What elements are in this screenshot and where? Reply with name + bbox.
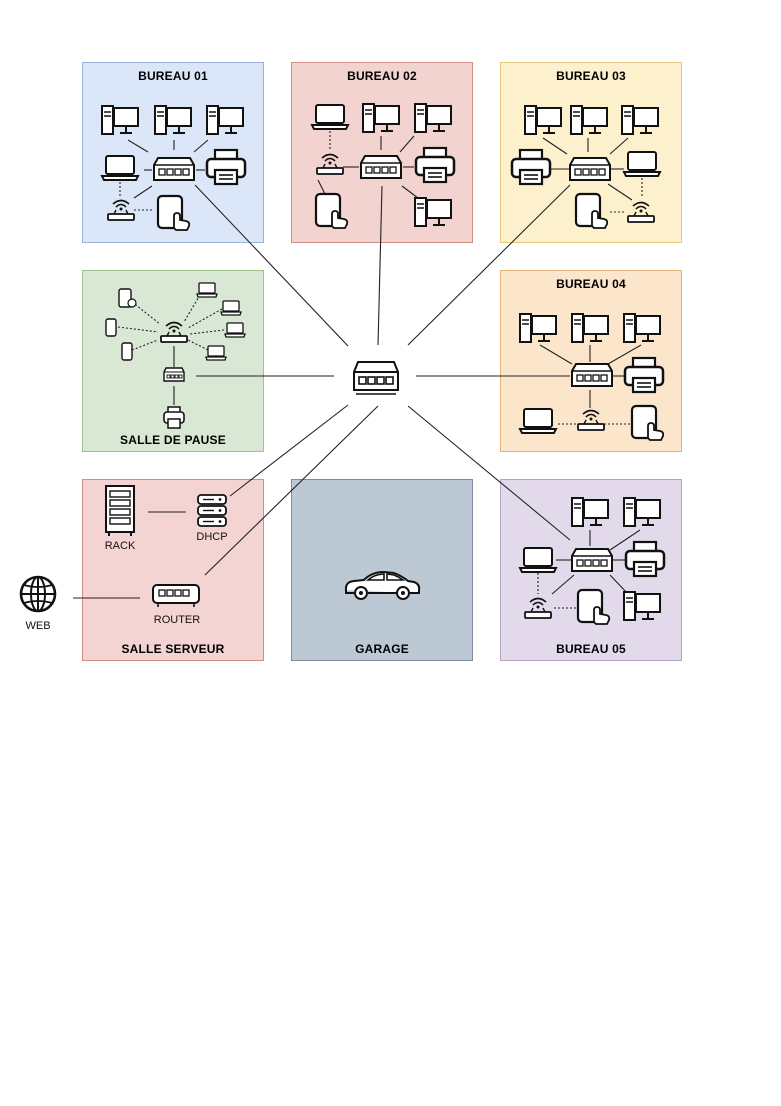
wifi-access-point-icon	[316, 153, 344, 175]
web-label: WEB	[25, 620, 51, 632]
server-rack-icon	[105, 485, 135, 536]
network-switch-icon	[153, 157, 195, 181]
printer-icon	[414, 146, 456, 184]
car-icon	[344, 570, 421, 600]
router-label: ROUTER	[153, 614, 201, 626]
room-title: BUREAU 05	[556, 642, 626, 656]
desktop-computer-icon	[621, 105, 659, 135]
laptop-icon	[205, 345, 227, 361]
laptop-icon	[196, 282, 218, 298]
printer-icon	[624, 540, 666, 578]
room-title: SALLE DE PAUSE	[120, 433, 226, 447]
printer-icon	[163, 406, 185, 429]
smartphone-icon	[105, 318, 117, 337]
smartphone-icon	[121, 342, 133, 361]
room-title: BUREAU 04	[556, 277, 626, 291]
desktop-computer-icon	[101, 105, 139, 135]
network-switch-icon	[360, 155, 402, 179]
laptop-icon	[310, 104, 350, 130]
desktop-computer-icon	[154, 105, 192, 135]
dhcp-server-icon	[197, 494, 227, 527]
rack-label: RACK	[104, 540, 136, 552]
network-switch-icon	[571, 548, 613, 572]
desktop-computer-icon	[570, 105, 608, 135]
room-title: BUREAU 02	[347, 69, 417, 83]
printer-icon	[205, 148, 247, 186]
tablet-touch-icon	[576, 588, 611, 625]
central-switch-icon	[353, 361, 399, 395]
wifi-access-point-icon	[160, 321, 188, 343]
desktop-computer-icon	[524, 105, 562, 135]
desktop-computer-icon	[414, 103, 452, 133]
laptop-icon	[220, 300, 242, 316]
wifi-access-point-icon	[627, 201, 655, 223]
desktop-computer-icon	[623, 591, 661, 621]
laptop-icon	[518, 408, 558, 434]
wifi-access-point-icon	[107, 199, 135, 221]
desktop-computer-icon	[571, 313, 609, 343]
printer-icon	[510, 148, 552, 186]
tablet-touch-icon	[630, 404, 665, 441]
desktop-computer-icon	[623, 313, 661, 343]
wifi-access-point-icon	[577, 409, 605, 431]
room-title: SALLE SERVEUR	[121, 642, 225, 656]
smartphone-icon	[118, 288, 137, 308]
room-title: BUREAU 01	[138, 69, 208, 83]
desktop-computer-icon	[362, 103, 400, 133]
desktop-computer-icon	[206, 105, 244, 135]
wifi-access-point-icon	[524, 597, 552, 619]
laptop-icon	[100, 155, 140, 181]
globe-icon	[19, 575, 57, 613]
printer-icon	[623, 356, 665, 394]
tablet-touch-icon	[314, 192, 349, 229]
network-switch-icon	[569, 157, 611, 181]
laptop-icon	[518, 547, 558, 573]
network-switch-icon	[571, 363, 613, 387]
desktop-computer-icon	[519, 313, 557, 343]
network-switch-icon	[163, 367, 185, 382]
room-title: BUREAU 03	[556, 69, 626, 83]
room-title: GARAGE	[355, 642, 409, 656]
desktop-computer-icon	[414, 197, 452, 227]
tablet-touch-icon	[574, 192, 609, 229]
laptop-icon	[224, 322, 246, 338]
router-icon	[152, 584, 200, 607]
desktop-computer-icon	[571, 497, 609, 527]
tablet-touch-icon	[156, 194, 191, 231]
laptop-icon	[622, 151, 662, 177]
dhcp-label: DHCP	[196, 531, 228, 543]
desktop-computer-icon	[623, 497, 661, 527]
